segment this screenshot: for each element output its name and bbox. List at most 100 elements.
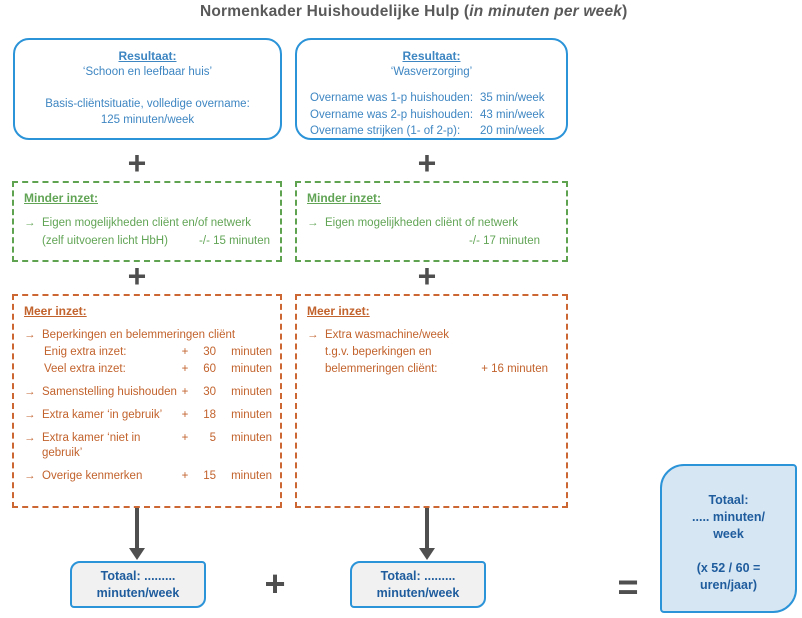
title-prefix: Normenkader Huishoudelijke Hulp ( [200, 3, 470, 20]
laundry-row-value: 43 min/week [480, 108, 545, 121]
plus-sign: + [181, 432, 189, 444]
title-suffix: ) [622, 3, 628, 20]
more-right-header: Meer inzet: [307, 304, 370, 318]
total-year-line2: ..... minuten/ [692, 510, 765, 524]
laundry-row-value: 20 min/week [480, 125, 545, 137]
arrow-bullet-icon: → [307, 217, 319, 229]
less-left-value: -/- 15 minuten [199, 235, 270, 247]
result-laundry-header: Resultaat: [402, 49, 461, 63]
plus-sign: + [181, 470, 189, 482]
less-right-value: -/- 17 minuten [469, 235, 540, 247]
total-right-box: Totaal: ......... minuten/week [350, 561, 486, 608]
arrow-bullet-icon: → [24, 470, 36, 482]
laundry-row: Overname was 2-p huishouden: 43 min/week [297, 107, 566, 124]
plus-operator: + [127, 258, 147, 294]
equals-operator: = [617, 566, 639, 607]
plus-sign: + [181, 346, 189, 358]
arrow-bullet-icon: → [24, 217, 36, 229]
total-year-line4: (x 52 / 60 = [696, 561, 761, 575]
total-year-line3: week [713, 527, 744, 541]
more-left-row: → Extra kamer ‘in gebruik’ + 18 minuten [24, 408, 272, 423]
more-left-minutes: 30 [203, 386, 216, 398]
more-left-label: Beperkingen en belemmeringen cliënt [42, 329, 236, 341]
less-right-item-row: → Eigen mogelijkheden cliënt of netwerk [307, 216, 556, 231]
more-left-row: Veel extra inzet: + 60 minuten [24, 362, 272, 377]
more-right-line3: belemmeringen cliënt: [325, 363, 438, 375]
more-left-unit: minuten [231, 409, 272, 421]
result-clean-subtitle: ‘Schoon en leefbaar huis’ [82, 66, 213, 78]
spacer [297, 80, 566, 90]
laundry-row-label: Overname strijken (1- of 2-p): [310, 125, 461, 137]
plus-sign: + [181, 386, 189, 398]
plus-operator: + [127, 145, 147, 181]
plus-sign: + [181, 409, 189, 421]
less-effort-left-box: Minder inzet: → Eigen mogelijkheden clië… [12, 181, 282, 262]
result-clean-line1: Basis-cliëntsituatie, volledige overname… [45, 98, 250, 110]
arrow-stem [425, 508, 429, 548]
laundry-row: Overname strijken (1- of 2-p): 20 min/we… [297, 123, 566, 140]
more-left-label: Extra kamer ‘in gebruik’ [42, 409, 163, 421]
more-left-label: Overige kenmerken [42, 470, 143, 482]
plus-sign: + [181, 363, 189, 375]
more-left-unit: minuten [231, 363, 272, 375]
plus-operator: + [417, 145, 437, 181]
total-right-line2: minuten/week [376, 585, 460, 600]
more-right-row: belemmeringen cliënt: + 16 minuten [307, 362, 558, 377]
total-left-box: Totaal: ......... minuten/week [70, 561, 206, 608]
arrow-head [129, 548, 145, 560]
more-left-minutes: 15 [203, 470, 216, 482]
less-right-header: Minder inzet: [307, 191, 381, 205]
laundry-row-label: Overname was 2-p huishouden: [310, 108, 474, 121]
total-left-line1: Totaal: ......... [100, 568, 176, 583]
more-left-label: Enig extra inzet: [44, 346, 127, 358]
result-clean-header: Resultaat: [118, 49, 177, 63]
more-right-row: t.g.v. beperkingen en [307, 345, 558, 360]
less-right-item: Eigen mogelijkheden cliënt of netwerk [325, 217, 519, 229]
plus-operator: + [417, 258, 437, 294]
more-left-row: Enig extra inzet: + 30 minuten [24, 345, 272, 360]
less-left-header: Minder inzet: [24, 191, 98, 205]
less-effort-right-box: Minder inzet: → Eigen mogelijkheden clië… [295, 181, 568, 262]
more-right-value: + 16 minuten [481, 363, 548, 375]
laundry-row: Overname was 1-p huishouden: 35 min/week [297, 90, 566, 107]
more-left-label: Extra kamer ‘niet in gebruik’ [42, 432, 141, 459]
more-effort-left-box: Meer inzet: → Beperkingen en belemmering… [12, 294, 282, 508]
more-effort-right-box: Meer inzet: → Extra wasmachine/week t.g.… [295, 294, 568, 508]
less-left-detail-row: (zelf uitvoeren licht HbH) -/- 15 minute… [24, 234, 270, 249]
more-right-line2: t.g.v. beperkingen en [325, 346, 432, 358]
more-left-unit: minuten [231, 432, 272, 444]
more-left-label: Veel extra inzet: [44, 363, 126, 375]
more-left-unit: minuten [231, 346, 272, 358]
spacer [662, 543, 795, 560]
arrow-bullet-icon: → [24, 329, 36, 341]
total-right-line1: Totaal: ......... [380, 568, 456, 583]
laundry-row-label: Overname was 1-p huishouden: [310, 92, 474, 104]
title-italic: in minuten per week [469, 3, 623, 20]
more-left-header: Meer inzet: [24, 304, 87, 318]
down-arrow-icon [419, 508, 435, 560]
more-left-row: → Beperkingen en belemmeringen cliënt [24, 328, 272, 343]
spacer [15, 80, 280, 96]
more-left-row: → Extra kamer ‘niet in gebruik’ + 5 minu… [24, 431, 272, 461]
more-left-row: → Overige kenmerken + 15 minuten [24, 469, 272, 484]
less-left-item: Eigen mogelijkheden cliënt en/of netwerk [42, 217, 252, 229]
down-arrow-icon [129, 508, 145, 560]
result-laundry-box: Resultaat: ‘Wasverzorging’ Overname was … [295, 38, 568, 140]
arrow-bullet-icon: → [24, 432, 36, 444]
page-title: Normenkader Huishoudelijke Hulp (in minu… [200, 3, 627, 21]
total-left-line2: minuten/week [96, 585, 180, 600]
plus-operator: + [264, 563, 286, 604]
result-clean-box: Resultaat: ‘Schoon en leefbaar huis’ Bas… [13, 38, 282, 140]
more-left-unit: minuten [231, 386, 272, 398]
more-left-minutes: 60 [203, 363, 216, 375]
more-left-minutes: 18 [203, 409, 216, 421]
indent [24, 234, 42, 249]
arrow-bullet-icon: → [24, 409, 36, 421]
more-right-row: → Extra wasmachine/week [307, 328, 558, 343]
total-year-box: Totaal: ..... minuten/ week (x 52 / 60 =… [660, 464, 797, 613]
less-left-item-row: → Eigen mogelijkheden cliënt en/of netwe… [24, 216, 270, 231]
more-left-unit: minuten [231, 470, 272, 482]
more-left-minutes: 5 [209, 432, 216, 444]
arrow-stem [135, 508, 139, 548]
